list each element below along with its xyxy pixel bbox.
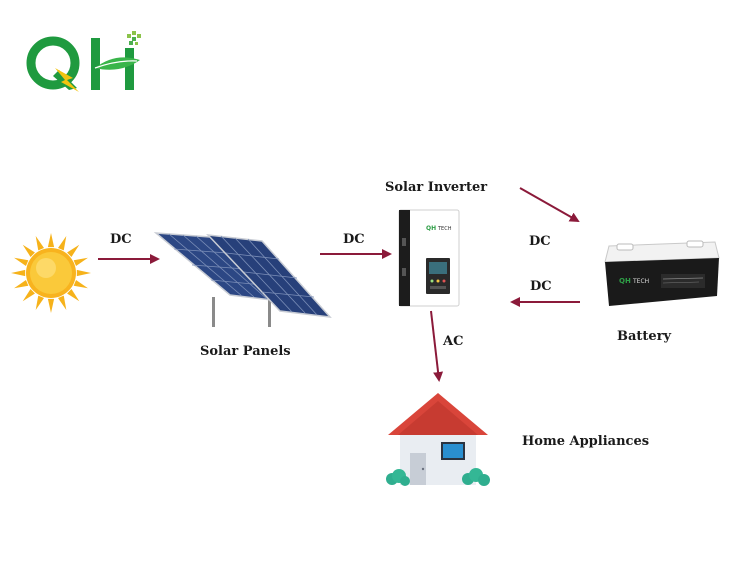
arrow-inverter-to-battery [519, 187, 580, 222]
sun-ray [35, 295, 44, 310]
sun-icon [10, 232, 92, 314]
flow-label-sun-to-panels: DC [110, 232, 132, 247]
svg-text:TECH: TECH [632, 278, 649, 285]
sun-ray [22, 289, 35, 302]
sun-ray [35, 236, 44, 251]
sun-ray [14, 257, 29, 266]
sun-ray [58, 236, 67, 251]
solar-inverter-image: QH TECH [398, 208, 460, 308]
svg-text:TECH: TECH [437, 226, 452, 232]
sun-ray [67, 244, 80, 257]
home-appliances-label: Home Appliances [522, 434, 650, 449]
solar-panels-label: Solar Panels [200, 344, 291, 359]
sun-ray [73, 257, 88, 266]
arrow-inverter-to-home [430, 310, 444, 382]
sun-ray [67, 289, 80, 302]
sun-ray [11, 269, 26, 277]
sun-ray [58, 295, 67, 310]
svg-text:QH: QH [426, 225, 436, 232]
company-logo [25, 30, 150, 100]
flow-label-panels-to-inverter: DC [343, 232, 365, 247]
sun-ray [47, 298, 55, 313]
sun-ray [76, 269, 91, 277]
solar-panels-image [150, 225, 335, 335]
sun-ray [14, 280, 29, 289]
battery-image: QH TECH [603, 236, 721, 310]
battery-label: Battery [617, 329, 672, 344]
home-icon [384, 391, 492, 487]
solar-inverter-label: Solar Inverter [385, 180, 488, 195]
sun-ray [73, 280, 88, 289]
flow-label-battery-to-inverter: DC [530, 279, 552, 294]
flow-label-inverter-to-home: AC [443, 334, 464, 349]
svg-text:QH: QH [619, 277, 631, 285]
flow-label-inverter-to-battery: DC [529, 234, 551, 249]
sun-ray [22, 244, 35, 257]
sun-ray [47, 233, 55, 248]
